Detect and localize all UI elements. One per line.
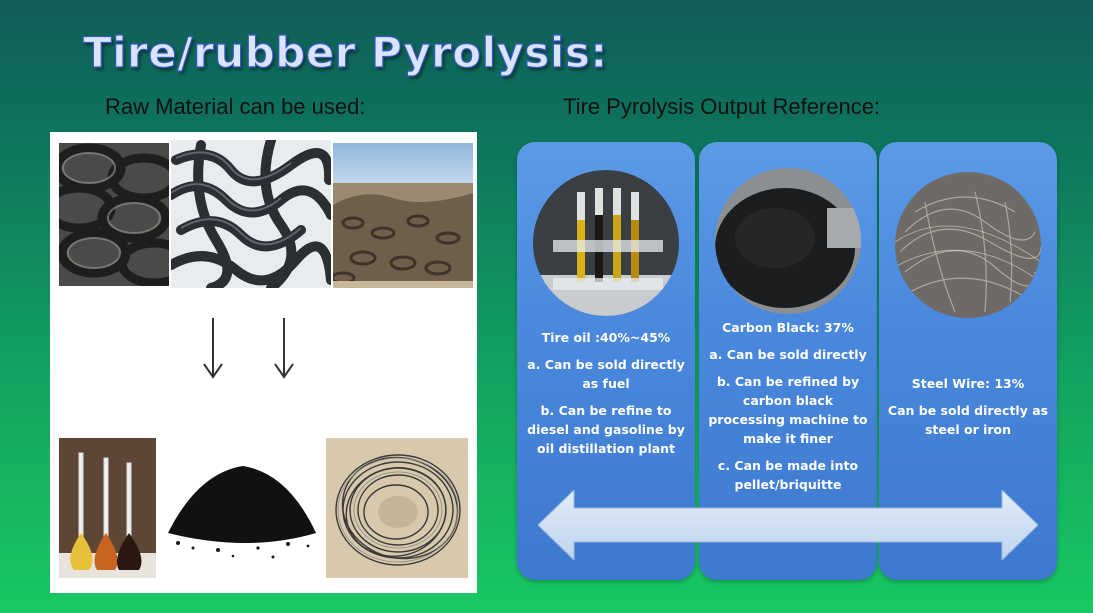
tire-oil-image xyxy=(533,170,679,316)
steel-wire-card: Steel Wire: 13% Can be sold directly as … xyxy=(879,142,1057,580)
tire-dump-image xyxy=(333,143,473,288)
raw-material-panel xyxy=(50,132,477,593)
double-headed-arrow-icon xyxy=(538,490,1038,560)
carbon-black-card: Carbon Black: 37% a. Can be sold directl… xyxy=(699,142,877,580)
steel-wire-image xyxy=(895,172,1041,318)
steel-wire-coil-image xyxy=(326,438,468,578)
oil-flasks-image xyxy=(59,438,156,578)
carbon-black-pile-image xyxy=(158,438,323,578)
raw-material-heading: Raw Material can be used: xyxy=(105,94,366,119)
tire-oil-title: Tire oil :40%~45% xyxy=(541,330,671,345)
carbon-black-title: Carbon Black: 37% xyxy=(722,320,854,335)
steel-wire-point: Can be sold directly as steel or iron xyxy=(887,403,1049,437)
arrow-down-icon xyxy=(274,318,294,379)
tire-oil-point-b: b. Can be refine to diesel and gasoline … xyxy=(527,403,685,456)
tire-oil-point-a: a. Can be sold directly as fuel xyxy=(527,357,685,391)
steel-wire-title: Steel Wire: 13% xyxy=(911,376,1025,391)
arrow-down-icon xyxy=(203,318,223,379)
carbon-black-image xyxy=(715,168,861,314)
carbon-black-point-a: a. Can be sold directly xyxy=(709,347,867,362)
carbon-black-point-b: b. Can be refined by carbon black proces… xyxy=(708,374,868,446)
carbon-black-point-c: c. Can be made into pellet/briquitte xyxy=(717,458,859,492)
stacked-tires-image xyxy=(59,143,169,286)
rubber-strips-image xyxy=(171,140,331,288)
output-reference-heading: Tire Pyrolysis Output Reference: xyxy=(563,94,881,119)
tire-oil-card: Tire oil :40%~45% a. Can be sold directl… xyxy=(517,142,695,580)
slide-title: Tire/rubber Pyrolysis: xyxy=(82,27,608,77)
